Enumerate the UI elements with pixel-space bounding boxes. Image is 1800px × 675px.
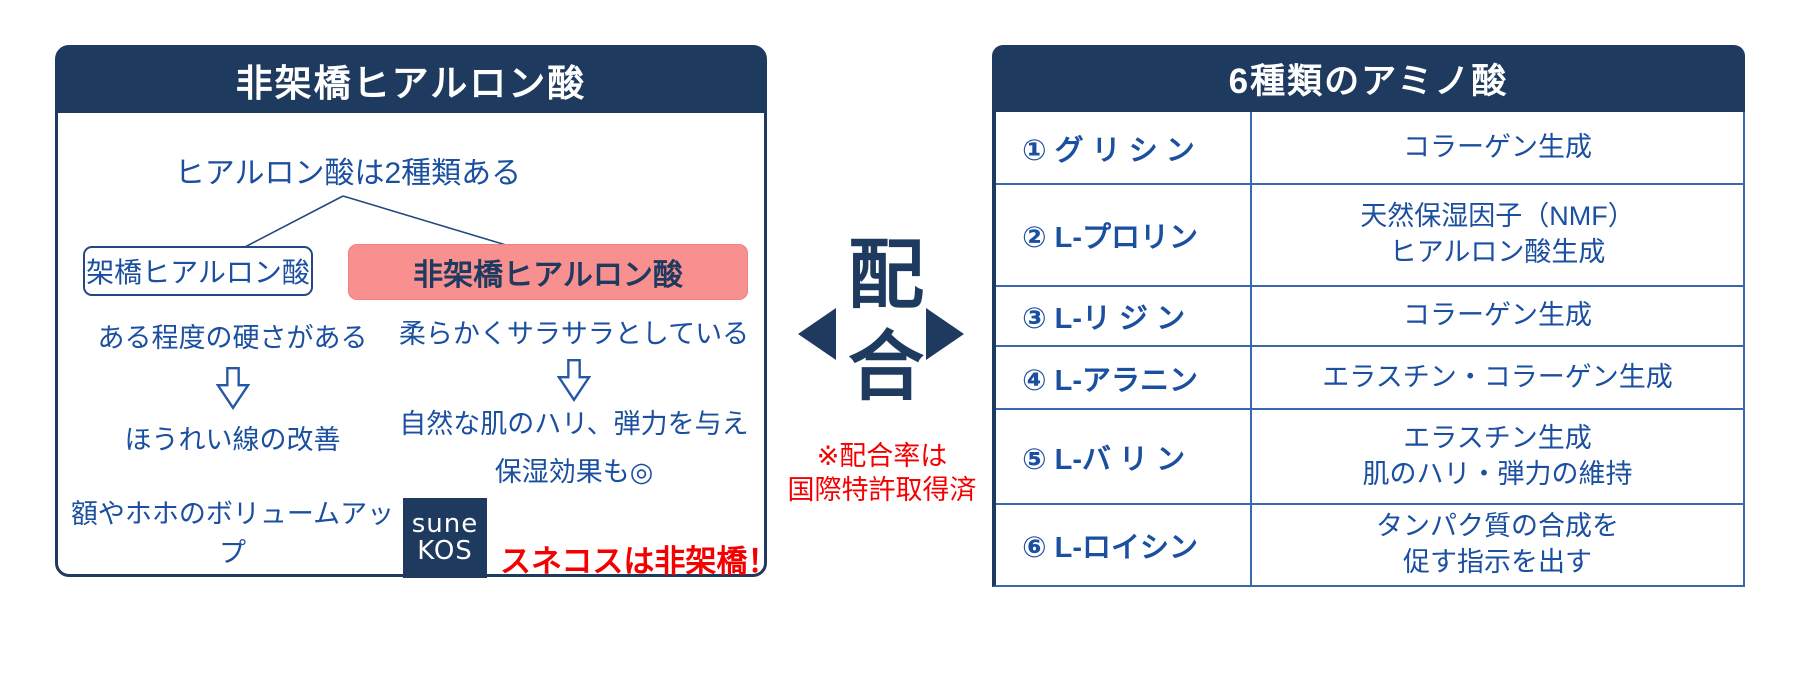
table-row: ⑤ L-バ リ ン エラスチン生成 肌のハリ・弾力の維持 <box>996 410 1743 505</box>
amino-effect: コラーゲン生成 <box>1403 131 1592 162</box>
right-panel-title: 6種類のアミノ酸 <box>992 45 1745 112</box>
branch-lines <box>242 195 507 249</box>
table-row: ③ L-リ ジ ン コラーゲン生成 <box>996 287 1743 347</box>
crosslinked-result-1: ほうれい線の改善 <box>124 425 341 455</box>
amino-effect: コラーゲン生成 <box>1403 300 1592 331</box>
amino-effect: エラスチン・コラーゲン生成 <box>1322 361 1673 392</box>
non-crosslinked-result-1: 自然な肌のハリ、弾力を与え <box>399 409 749 439</box>
down-arrow-left <box>60 366 405 415</box>
non-crosslinked-ha-panel: 非架橋ヒアルロン酸 ヒアルロン酸は2種類ある 架橋ヒアルロン酸 非架橋ヒアルロン… <box>55 45 779 579</box>
non-crosslinked-ha-box: 非架橋ヒアルロン酸 <box>348 244 748 300</box>
amino-acids-table: ① グ リ シ ン コラーゲン生成 ② L-プロリン 天然保湿因子（NMF） ヒ… <box>992 112 1745 587</box>
table-row: ① グ リ シ ン コラーゲン生成 <box>996 112 1743 185</box>
non-crosslinked-trait: 柔らかくサラサラとしている <box>398 319 750 349</box>
amino-name: ⑥ L-ロイシン <box>996 505 1252 585</box>
arrow-left-icon <box>798 308 836 360</box>
table-row: ④ L-アラニン エラスチン・コラーゲン生成 <box>996 347 1743 410</box>
logo-line-2: KOS <box>417 536 473 566</box>
crosslinked-result-2: 額やホホのボリュームアップ <box>70 499 395 568</box>
amino-name: ④ L-アラニン <box>996 347 1252 408</box>
amino-name: ③ L-リ ジ ン <box>996 287 1252 345</box>
blend-char-2: 合 <box>848 325 924 410</box>
amino-effect: タンパク質の合成を 促す指示を出す <box>1376 511 1619 577</box>
arrow-right-icon <box>926 308 964 360</box>
amino-effect: 天然保湿因子（NMF） ヒアルロン酸生成 <box>1360 201 1635 267</box>
table-row: ⑥ L-ロイシン タンパク質の合成を 促す指示を出す <box>996 505 1743 585</box>
non-crosslinked-result-2: 保湿効果も◎ <box>494 457 654 487</box>
down-arrow-right <box>378 358 770 407</box>
crosslinked-ha-box: 架橋ヒアルロン酸 <box>83 246 313 296</box>
blend-char-1: 配 <box>848 233 924 318</box>
amino-name: ⑤ L-バ リ ン <box>996 410 1252 503</box>
left-panel-title: 非架橋ヒアルロン酸 <box>57 47 765 113</box>
left-panel-body: ヒアルロン酸は2種類ある 架橋ヒアルロン酸 非架橋ヒアルロン酸 ある程度の硬さが… <box>58 48 779 579</box>
logo-line-1: sune <box>411 509 479 540</box>
crosslinked-trait: ある程度の硬さがある <box>97 323 368 353</box>
amino-name: ① グ リ シ ン <box>996 112 1252 183</box>
crosslinked-ha-label: 架橋ヒアルロン酸 <box>86 257 310 288</box>
sunekos-logo: sune KOS <box>403 498 487 578</box>
down-arrow-icon <box>556 358 592 402</box>
table-row: ② L-プロリン 天然保湿因子（NMF） ヒアルロン酸生成 <box>996 185 1743 287</box>
intro-text: ヒアルロン酸は2種類ある <box>174 157 522 190</box>
amino-effect: エラスチン生成 肌のハリ・弾力の維持 <box>1362 422 1633 489</box>
sunekos-highlight-text: スネコスは非架橋！ <box>500 544 779 579</box>
non-crosslinked-ha-label: 非架橋ヒアルロン酸 <box>413 259 683 292</box>
amino-name: ② L-プロリン <box>996 185 1252 285</box>
patent-note: ※配合率は 国際特許取得済 <box>787 441 977 505</box>
down-arrow-icon <box>215 366 250 410</box>
amino-acids-panel: 6種類のアミノ酸 ① グ リ シ ン コラーゲン生成 ② L-プロリン 天然保湿… <box>992 45 1745 587</box>
blend-word: 配 合 <box>839 238 933 422</box>
